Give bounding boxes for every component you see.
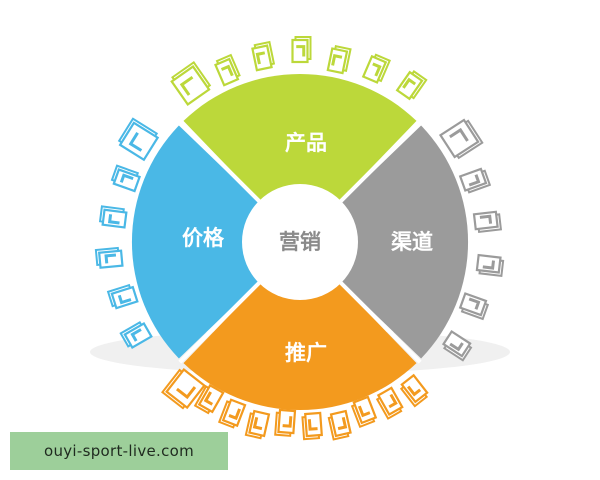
block-letter-glyph <box>251 40 276 72</box>
block-letter-glyph <box>399 373 429 408</box>
segment-product <box>183 73 417 243</box>
block-letter-glyph <box>170 61 212 106</box>
segment-price <box>131 125 300 359</box>
block-letter-glyph <box>94 246 124 269</box>
block-letter-glyph <box>119 321 153 349</box>
block-letter-glyph <box>98 205 128 229</box>
block-letter-glyph <box>475 253 505 277</box>
block-letter-glyph <box>291 36 312 64</box>
segment-label-promotion: 推广 <box>285 341 327 365</box>
block-letter-glyph <box>106 283 139 310</box>
block-letter-glyph <box>214 53 241 87</box>
block-letter-glyph <box>441 329 473 362</box>
block-letter-glyph <box>110 164 141 193</box>
place-block-letters-decoration <box>438 118 505 362</box>
promotion-block-letters-decoration <box>161 368 429 441</box>
block-letter-glyph <box>361 53 391 84</box>
block-letter-glyph <box>458 167 492 194</box>
block-letter-glyph <box>244 409 271 440</box>
block-letter-glyph <box>375 386 404 420</box>
center-circle <box>242 184 358 300</box>
block-letter-glyph <box>326 44 352 75</box>
block-letter-glyph <box>301 411 323 441</box>
block-letter-glyph <box>472 210 503 233</box>
block-letter-glyph <box>458 292 490 321</box>
watermark-text: ouyi-sport-live.com <box>43 442 195 460</box>
block-letter-glyph <box>117 117 160 162</box>
watermark-banner: ouyi-sport-live.com <box>10 432 228 470</box>
block-letter-glyph <box>395 70 428 101</box>
product-block-letters-decoration <box>170 36 428 106</box>
segment-promotion <box>183 242 417 411</box>
segment-label-price: 价格 <box>182 226 225 250</box>
segment-place <box>300 125 469 359</box>
segment-label-product: 产品 <box>285 131 327 155</box>
block-letter-glyph <box>327 409 352 441</box>
block-letter-glyph <box>350 395 378 429</box>
block-letter-glyph <box>274 408 297 437</box>
block-letter-glyph <box>193 383 225 415</box>
segment-label-place: 渠道 <box>391 230 433 254</box>
price-block-letters-decoration <box>94 117 160 349</box>
block-letter-glyph <box>217 398 247 429</box>
center-label: 营销 <box>279 230 321 254</box>
block-letter-glyph <box>161 368 206 410</box>
block-letter-glyph <box>438 118 484 160</box>
